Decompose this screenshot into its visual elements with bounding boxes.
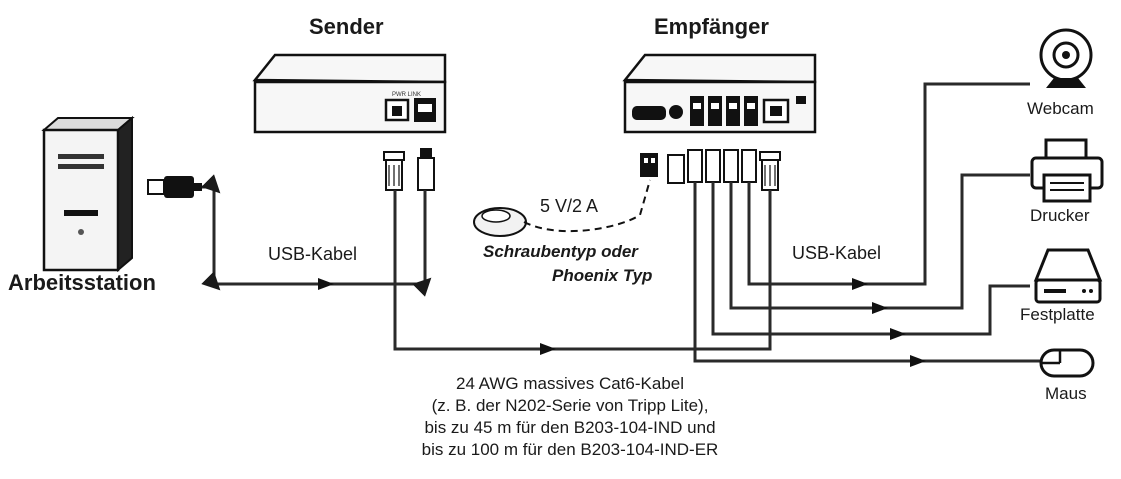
cable-spec-line: (z. B. der N202-Serie von Tripp Lite), (431, 396, 709, 415)
receiver-power-connector-icon (640, 153, 658, 177)
connector-type-line2: Phoenix Typ (552, 266, 653, 285)
usb-plug-icon (147, 176, 202, 198)
svg-text:PWR LINK: PWR LINK (392, 92, 421, 98)
usb-cable-label-left: USB-Kabel (268, 244, 358, 264)
hard-drive-icon (1033, 248, 1103, 304)
printer-icon (1030, 138, 1104, 203)
sender-rj45-plug-icon (383, 151, 405, 191)
sender-power-plug-icon (417, 148, 435, 191)
webcam-icon (1039, 28, 1093, 88)
workstation-tower-icon (41, 115, 135, 273)
power-cable-line (523, 179, 651, 233)
power-adapter-icon (473, 207, 527, 237)
receiver-title: Empfänger (654, 14, 769, 39)
webcam-label: Webcam (1027, 99, 1094, 118)
receiver-device-icon (622, 53, 817, 134)
printer-label: Drucker (1030, 206, 1090, 225)
receiver-rj45-plug-icon (759, 151, 781, 191)
sender-title: Sender (309, 14, 384, 39)
receiver-usb-plugs-icon (667, 149, 757, 184)
power-rating-label: 5 V/2 A (540, 196, 599, 216)
connector-type-line1: Schraubentyp oder (483, 242, 638, 261)
hdd-label: Festplatte (1020, 305, 1095, 324)
cable-spec-line: bis zu 100 m für den B203-104-IND-ER (421, 440, 719, 459)
arrow-markers (318, 278, 926, 367)
usb-cable-label-right: USB-Kabel (792, 243, 882, 263)
workstation-label: Arbeitsstation (8, 270, 156, 295)
mouse-label: Maus (1045, 384, 1087, 403)
cable-spec-note: 24 AWG massives Cat6-Kabel (z. B. der N2… (350, 373, 790, 461)
sender-device-icon: PWR LINK (252, 53, 447, 134)
mouse-icon (1039, 348, 1095, 378)
cable-spec-line: 24 AWG massives Cat6-Kabel (455, 374, 684, 393)
cable-spec-line: bis zu 45 m für den B203-104-IND und (424, 418, 716, 437)
